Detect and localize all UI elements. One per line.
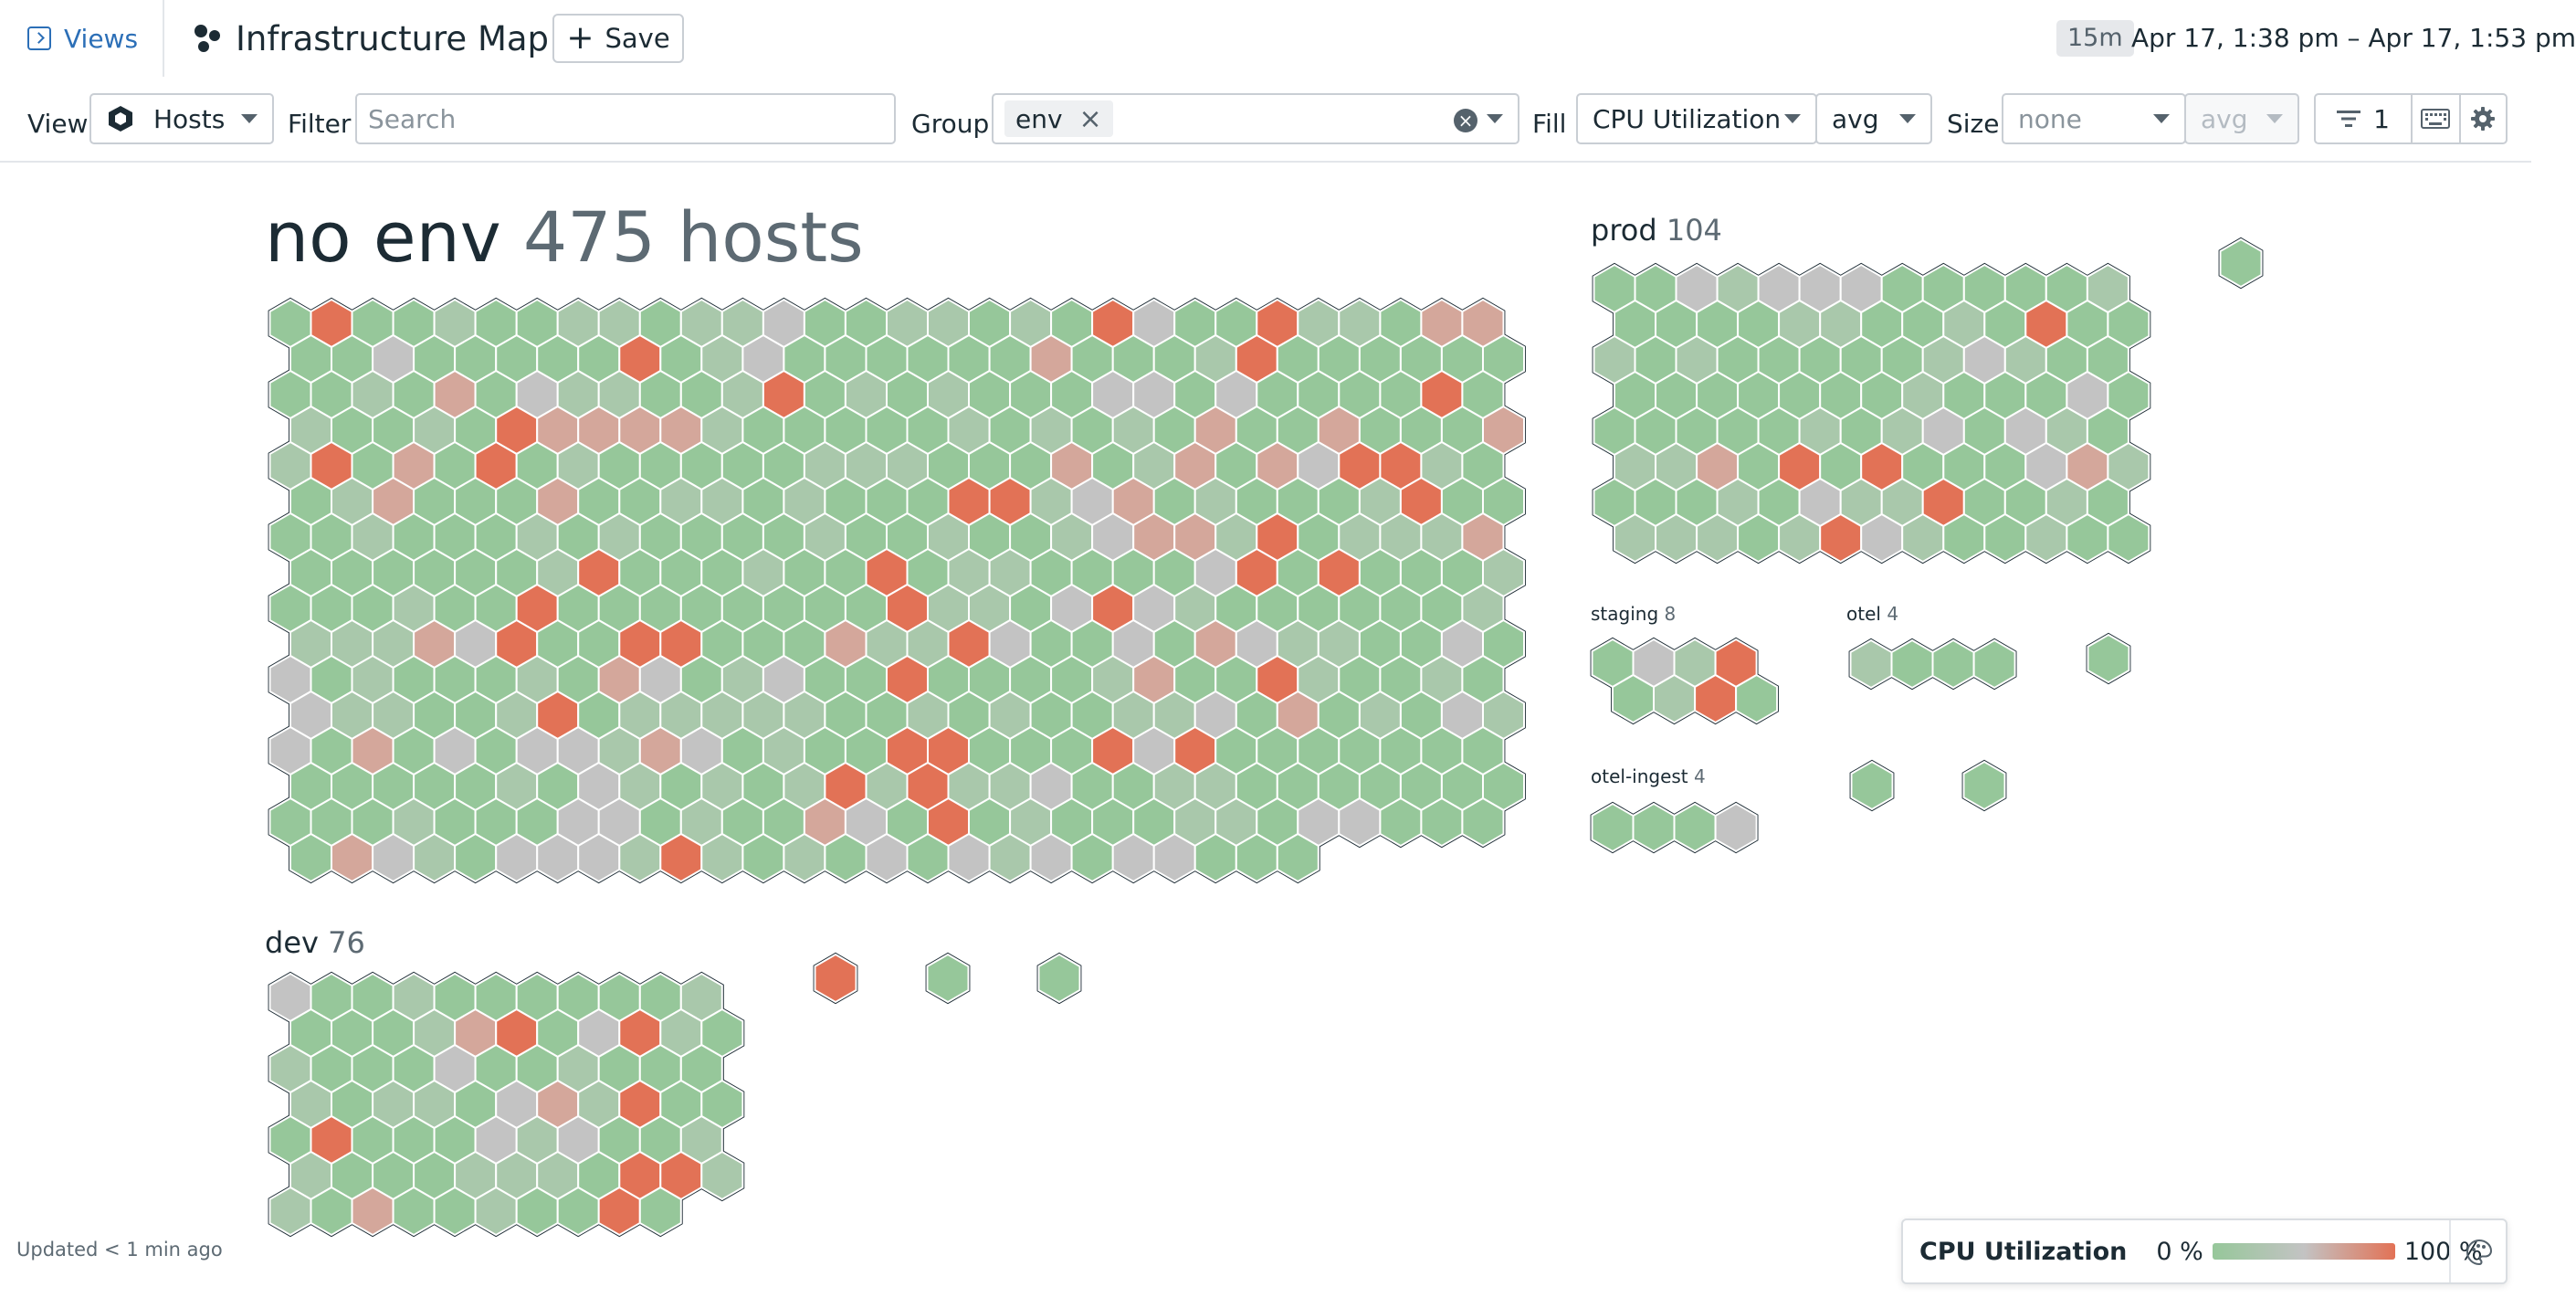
legend-max: 100 % [2403,1237,2483,1266]
infrastructure-map-icon [195,25,220,52]
host-hex-otel[interactable] [1972,638,2016,690]
host-hex-no-env[interactable] [1461,796,1505,848]
host-hex-prod[interactable] [2107,512,2150,564]
group-count: 4 [1694,765,1706,787]
chevron-down-icon [1899,114,1916,123]
group-count: 4 [1887,603,1899,625]
page-title-text: Infrastructure Map [236,18,550,58]
filter-count-button[interactable]: 1 [2316,95,2413,142]
clear-icon[interactable]: × [1454,109,1477,132]
group-count: 475 hosts [522,196,864,278]
filter-lines-icon [2337,111,2361,127]
keyboard-icon [2421,109,2451,129]
fill-metric-value: CPU Utilization [1593,103,1782,134]
host-hex-no-env[interactable] [1276,832,1320,883]
views-panel-icon [27,26,51,50]
header-divider [163,0,164,77]
gear-icon [2471,107,2496,131]
remove-tag-icon[interactable]: × [1078,102,1102,135]
single-host-hex[interactable] [1962,760,2006,811]
group-name: prod [1591,213,1657,248]
group-name: otel-ingest [1591,765,1688,787]
legend-divider [2449,1220,2451,1282]
fill-aggregation-value: avg [1832,103,1879,134]
group-name: no env [265,196,501,278]
filter-placeholder: Search [368,103,457,134]
group-name: dev [265,925,319,960]
time-frame-badge[interactable]: 15m [2056,20,2134,57]
page-title: Infrastructure Map [192,15,549,62]
fill-legend: CPU Utilization 0 % 100 % [1901,1218,2508,1284]
group-title-dev: dev 76 [265,924,365,961]
group-title-staging: staging 8 [1591,602,1676,626]
hexagon-icon [109,106,132,132]
chevron-down-icon [1784,114,1801,123]
size-aggregation-select[interactable]: avg [2184,93,2299,144]
save-button[interactable]: + Save [552,14,684,63]
view-label: View [27,109,89,139]
group-name: staging [1591,603,1659,625]
filter-input[interactable]: Search [355,93,896,144]
last-updated: Updated < 1 min ago [16,1239,223,1261]
group-title-otel-ingest: otel-ingest 4 [1591,765,1706,788]
filter-label: Filter [288,109,352,139]
chevron-down-icon [1487,114,1503,123]
display-options-group: 1 [2314,93,2508,144]
save-label: Save [605,23,670,54]
group-name: otel [1846,603,1881,625]
fill-label: Fill [1532,109,1567,139]
legend-gradient [2212,1243,2395,1260]
settings-button[interactable] [2461,95,2506,142]
size-aggregation-value: avg [2201,103,2248,134]
group-count: 104 [1666,213,1722,248]
group-select[interactable]: env × × [992,93,1519,144]
single-host-hex[interactable] [926,953,970,1004]
group-tag-label: env [1015,103,1063,134]
host-hex-otel-ingest[interactable] [1714,802,1758,853]
fill-aggregation-select[interactable]: avg [1815,93,1932,144]
single-host-hex[interactable] [1037,953,1081,1004]
host-hex-staging[interactable] [1735,673,1779,724]
group-title-no-env: no env 475 hosts [265,194,864,281]
fill-metric-select[interactable]: CPU Utilization [1576,93,1817,144]
size-metric-value: none [2018,103,2082,134]
group-count: 76 [328,925,365,960]
group-title-prod: prod 104 [1591,212,1722,248]
legend-min: 0 % [2156,1237,2203,1266]
single-host-hex[interactable] [1850,760,1894,811]
chevron-down-icon [2266,114,2283,123]
chevron-down-icon [2153,114,2170,123]
plus-icon: + [566,19,594,57]
keyboard-shortcuts-button[interactable] [2413,95,2461,142]
host-hex-dev[interactable] [700,1150,744,1201]
time-range[interactable]: Apr 17, 1:38 pm – Apr 17, 1:53 pm [2131,23,2576,53]
filter-count: 1 [2373,103,2390,134]
controls-bar [0,88,2531,163]
views-label: Views [64,23,139,54]
host-hex-dev[interactable] [638,1186,682,1237]
palette-icon[interactable] [2466,1239,2493,1266]
legend-metric: CPU Utilization [1919,1237,2128,1266]
view-select[interactable]: Hosts [89,93,274,144]
size-label: Size [1947,109,2000,139]
view-select-value: Hosts [153,103,226,134]
single-host-hex[interactable] [814,953,857,1004]
group-label: Group [911,109,990,139]
group-tag-chip: env × [1004,100,1113,137]
views-button[interactable]: Views [27,18,138,58]
chevron-down-icon [241,114,258,123]
single-host-hex[interactable] [2087,633,2130,684]
group-title-otel: otel 4 [1846,602,1898,626]
single-host-hex[interactable] [2219,237,2263,289]
group-count: 8 [1664,603,1677,625]
